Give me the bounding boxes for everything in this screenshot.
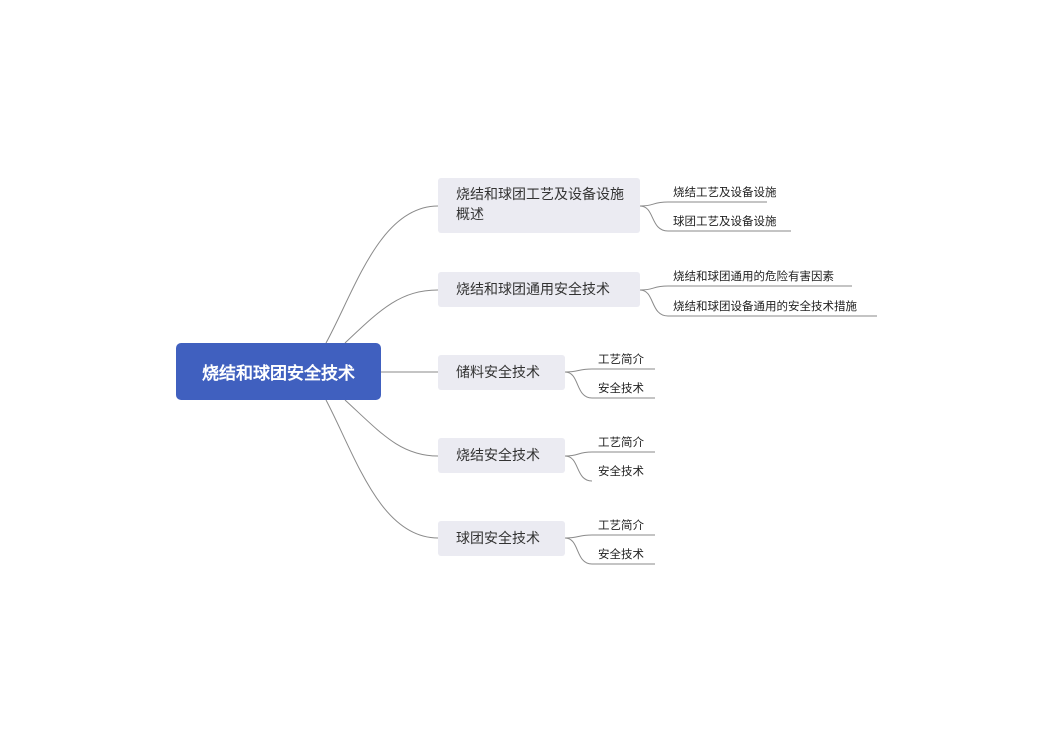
leaf-topic[interactable]: 安全技术 [598, 381, 644, 395]
leaf-topic[interactable]: 烧结和球团设备通用的安全技术措施 [673, 299, 857, 313]
connector-b1-leaf-2 [639, 205, 791, 232]
connector-b3-leaf-1 [564, 368, 655, 373]
leaf-topic[interactable]: 工艺简介 [598, 435, 644, 449]
branch-topic-label: 烧结和球团工艺及设备设施概述 [456, 187, 624, 223]
leaf-topic[interactable]: 工艺简介 [598, 352, 644, 366]
leaf-topic[interactable]: 安全技术 [598, 464, 644, 478]
branch-topic-label: 烧结和球团通用安全技术 [456, 282, 610, 298]
connector-b1-leaf-1 [639, 201, 767, 207]
branch-topic-label: 球团安全技术 [456, 531, 540, 547]
connector-root-branch-5 [325, 399, 439, 539]
connector-root-branch-2 [344, 289, 439, 344]
connector-b3-leaf-2 [564, 371, 655, 399]
branch-topic-storage-safety[interactable]: 储料安全技术 [438, 355, 565, 390]
branch-topic-general-safety[interactable]: 烧结和球团通用安全技术 [438, 272, 640, 307]
leaf-topic[interactable]: 球团工艺及设备设施 [673, 214, 777, 228]
branch-topic-label: 烧结安全技术 [456, 448, 540, 464]
connector-b2-leaf-1 [639, 285, 852, 291]
connector-b5-leaf-1 [564, 534, 655, 539]
leaf-topic[interactable]: 安全技术 [598, 547, 644, 561]
connector-root-branch-4 [344, 399, 439, 457]
leaf-topic[interactable]: 工艺简介 [598, 518, 644, 532]
connector-b5-leaf-2 [564, 537, 655, 565]
root-topic[interactable]: 烧结和球团安全技术 [176, 343, 381, 400]
branch-topic-overview[interactable]: 烧结和球团工艺及设备设施概述 [438, 178, 640, 233]
connector-b4-leaf-2 [564, 455, 593, 482]
branch-topic-label: 储料安全技术 [456, 365, 540, 381]
connector-b2-leaf-2 [639, 289, 877, 317]
connector-b4-leaf-1 [564, 451, 655, 457]
branch-topic-sintering-safety[interactable]: 烧结安全技术 [438, 438, 565, 473]
root-topic-label: 烧结和球团安全技术 [202, 364, 355, 384]
branch-topic-pellet-safety[interactable]: 球团安全技术 [438, 521, 565, 556]
leaf-topic[interactable]: 烧结工艺及设备设施 [673, 185, 777, 199]
connector-root-branch-1 [325, 205, 439, 344]
leaf-topic[interactable]: 烧结和球团通用的危险有害因素 [673, 269, 834, 283]
